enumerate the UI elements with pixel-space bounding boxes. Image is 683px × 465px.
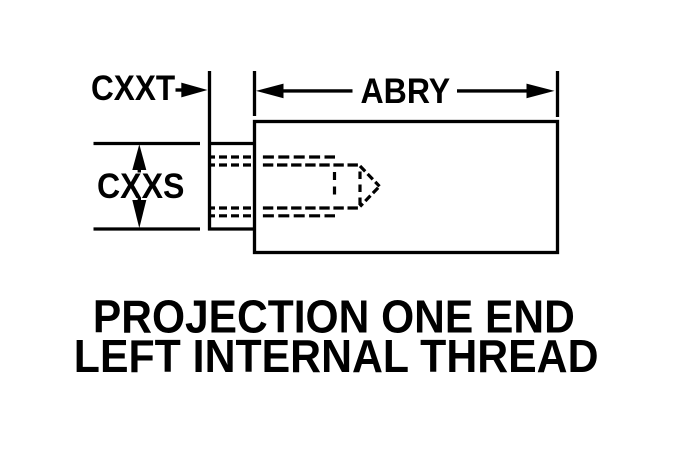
svg-text:PROJECTION ONE END: PROJECTION ONE END [93, 292, 575, 343]
svg-text:ABRY: ABRY [361, 73, 451, 112]
svg-text:LEFT INTERNAL THREAD: LEFT INTERNAL THREAD [74, 332, 599, 383]
svg-text:CXXT: CXXT [91, 70, 175, 109]
svg-text:CXXS: CXXS [97, 168, 184, 207]
